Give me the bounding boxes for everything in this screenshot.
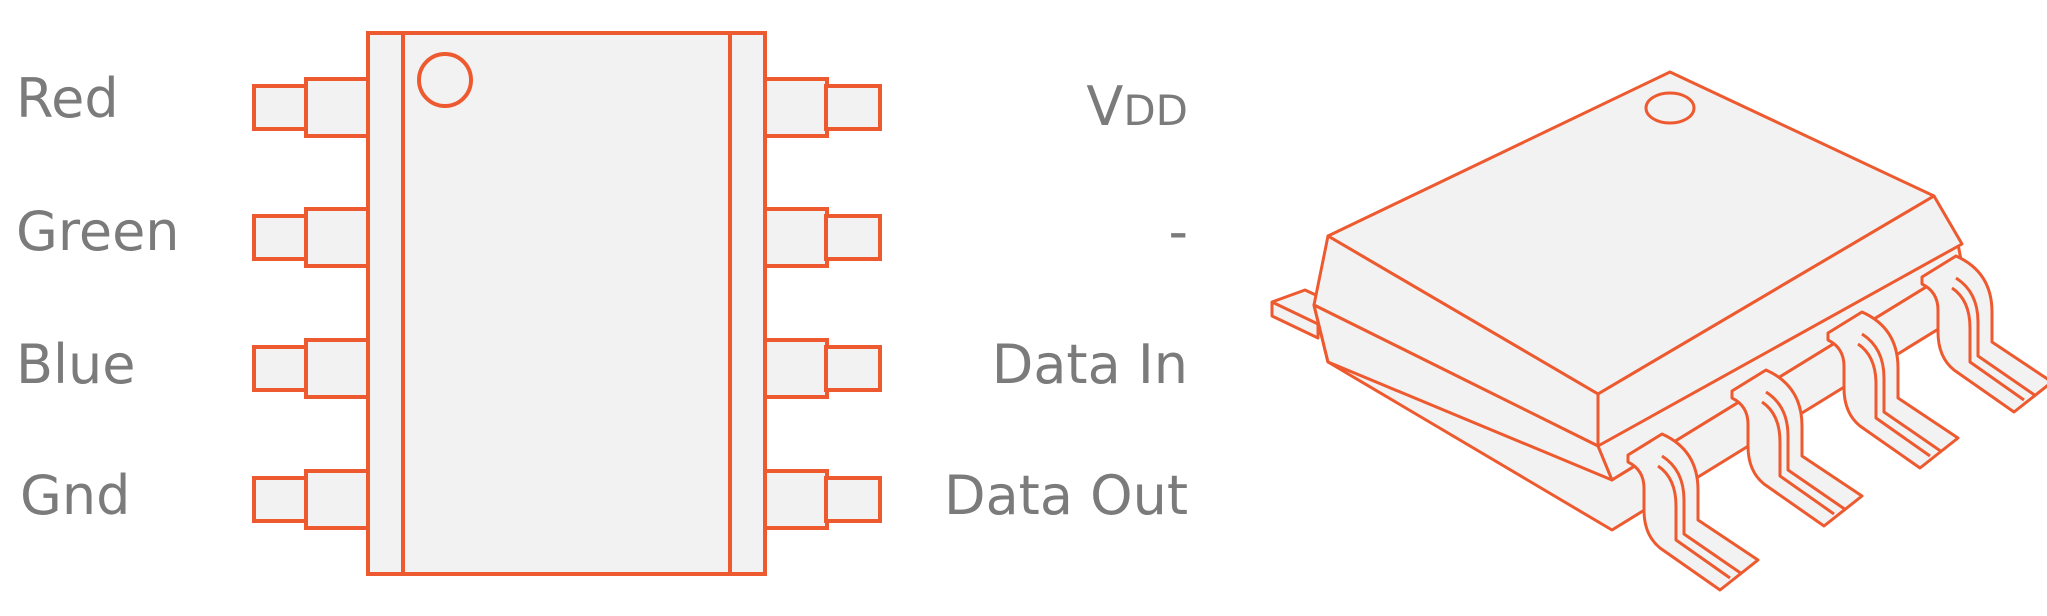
left-pin-3 xyxy=(252,338,370,399)
pin-label-4: Gnd xyxy=(20,464,130,527)
pin-label-8: VDD xyxy=(1086,75,1188,138)
right-pin-7 xyxy=(763,207,882,268)
pin-label-6: Data In xyxy=(992,333,1188,396)
right-pin-5 xyxy=(763,469,882,530)
ic-top-view xyxy=(252,31,882,576)
front-lead-1 xyxy=(1626,432,1760,592)
side-pin-stub xyxy=(1270,288,1320,340)
front-lead-3 xyxy=(1826,310,1960,470)
left-pin-4 xyxy=(252,469,370,530)
pin-label-3: Blue xyxy=(16,333,136,396)
pin1-marker-icon xyxy=(417,52,473,108)
right-pin-8 xyxy=(763,77,882,138)
pin-label-2: Green xyxy=(16,200,180,263)
pin-label-5: Data Out xyxy=(944,464,1188,527)
front-lead-4 xyxy=(1920,254,2047,414)
pin-label-1: Red xyxy=(16,67,119,130)
right-pin-6 xyxy=(763,338,882,399)
ic-body xyxy=(366,31,767,576)
soic-8-package-icon xyxy=(1270,70,2047,592)
left-pin-2 xyxy=(252,207,370,268)
left-pin-1 xyxy=(252,77,370,138)
pin1-dimple-icon xyxy=(1644,91,1696,125)
front-lead-2 xyxy=(1730,368,1864,528)
pin-label-7: - xyxy=(1169,200,1189,263)
